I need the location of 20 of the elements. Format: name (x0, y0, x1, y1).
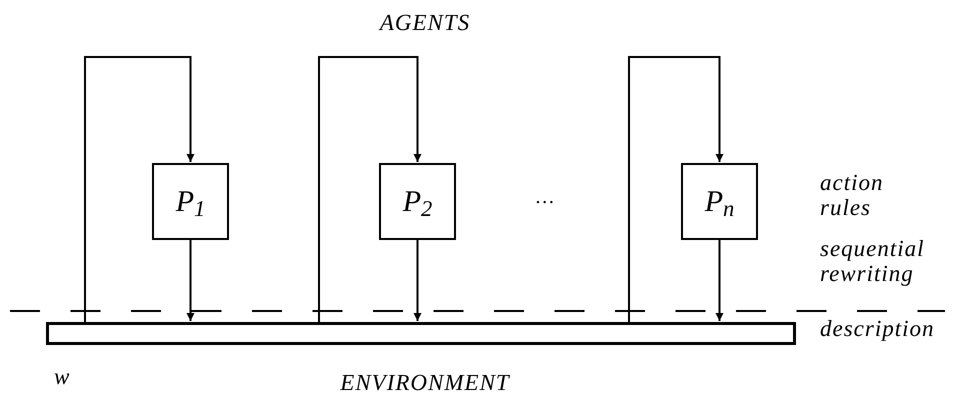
ellipsis: … (535, 185, 555, 210)
arrow (628, 56, 724, 322)
level-label: sequential rewriting (820, 236, 926, 286)
arrow (716, 240, 724, 321)
title: AGENTS (378, 9, 472, 37)
arrow (414, 240, 422, 321)
process-box (379, 163, 456, 240)
arrow (318, 56, 422, 322)
process-label: P$_{n}$ (704, 186, 734, 216)
arrow (84, 56, 194, 322)
caption: ENVIRONMENT (339, 369, 511, 397)
level-label: description (820, 316, 936, 341)
description-bar (46, 322, 796, 345)
process-box (681, 163, 758, 240)
variable-label: w (54, 363, 70, 391)
process-label: P$_{2}$ (402, 186, 432, 216)
arrow (186, 240, 194, 321)
level-label: action rules (820, 170, 884, 220)
process-label: P$_{1}$ (176, 186, 206, 216)
process-box (152, 163, 229, 240)
